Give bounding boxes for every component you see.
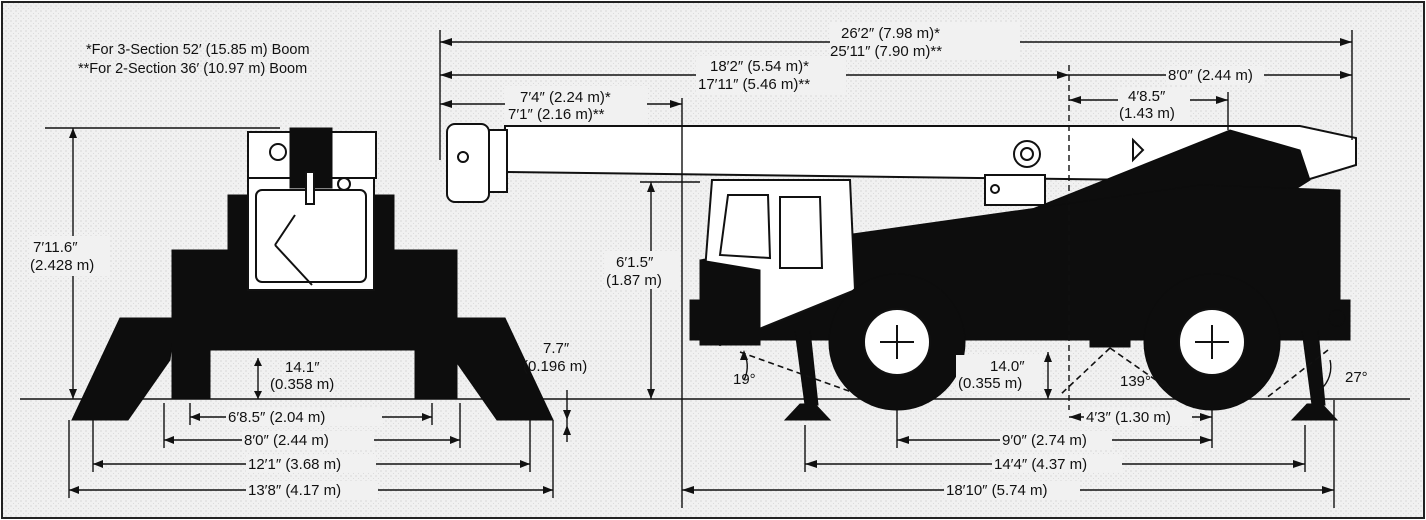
rear-axle-to-pivot: 4′3″ (1.30 m) xyxy=(1086,409,1171,426)
boom-length-b: 25′11″ (7.90 m)** xyxy=(830,43,942,60)
overall-height-m: (2.428 m) xyxy=(30,257,94,274)
pad-height-m: (0.196 m) xyxy=(523,358,587,375)
underbody-clearance-ft: 14.0″ xyxy=(990,358,1025,375)
front-jack xyxy=(794,329,819,406)
boom-3-section-note: *For 3-Section 52′ (15.85 m) Boom xyxy=(86,42,310,58)
outrigger-span-outer: 13′8″ (4.17 m) xyxy=(248,482,341,499)
boom-2-section-note: **For 2-Section 36′ (10.97 m) Boom xyxy=(78,61,307,77)
cab-height-ft: 6′1.5″ xyxy=(616,254,654,271)
overall-length: 18′10″ (5.74 m) xyxy=(946,482,1048,499)
boom-to-pivot-a: 18′2″ (5.54 m)* xyxy=(710,58,809,75)
cab-door-window xyxy=(779,196,824,269)
side-view xyxy=(446,123,1357,421)
departure-angle: 27° xyxy=(1345,369,1368,386)
underbody-clearance-m: (0.355 m) xyxy=(958,375,1022,392)
left-outrigger xyxy=(71,317,176,421)
wheelbase: 9′0″ (2.74 m) xyxy=(1002,432,1087,449)
boom-to-pivot-b: 17′11″ (5.46 m)** xyxy=(698,76,810,93)
cab-height-m: (1.87 m) xyxy=(606,272,662,289)
front-dimensions: 7′11.6″ (2.428 m) 14.1″ (0.358 m) 7.7″ (… xyxy=(30,127,587,499)
ground-clearance-m: (0.358 m) xyxy=(270,376,334,393)
overall-height-ft: 7′11.6″ xyxy=(33,239,78,256)
side-dimensions: 26′2″ (7.98 m)* 25′11″ (7.90 m)** 18′2″ … xyxy=(439,22,1368,508)
boom-length-a: 26′2″ (7.98 m)* xyxy=(841,25,940,42)
outrigger-span-inner: 12′1″ (3.68 m) xyxy=(248,456,341,473)
boom-overhang-a: 7′4″ (2.24 m)* xyxy=(520,89,611,106)
approach-angle: 19° xyxy=(733,371,756,388)
pivot-height-m: (1.43 m) xyxy=(1119,105,1175,122)
right-front-wheel xyxy=(414,344,458,400)
boom-overhang-b: 7′1″ (2.16 m)** xyxy=(508,106,605,123)
outrigger-spread: 14′4″ (4.37 m) xyxy=(994,456,1087,473)
cab-side-window xyxy=(718,194,772,260)
front-view xyxy=(71,127,554,421)
rear-overhang: 8′0″ (2.44 m) xyxy=(1168,67,1253,84)
outer-track: 8′0″ (2.44 m) xyxy=(244,432,329,449)
breakover-angle: 139° xyxy=(1120,373,1151,390)
boom-tip xyxy=(446,123,490,203)
inner-track: 6′8.5″ (2.04 m) xyxy=(228,409,325,426)
left-front-wheel xyxy=(171,344,211,400)
pad-height-ft: 7.7″ xyxy=(543,340,570,357)
rear-jack xyxy=(1301,329,1326,406)
pivot-height-ft: 4′8.5″ xyxy=(1128,88,1166,105)
wiper xyxy=(274,244,313,286)
ground-clearance-ft: 14.1″ xyxy=(285,359,320,376)
